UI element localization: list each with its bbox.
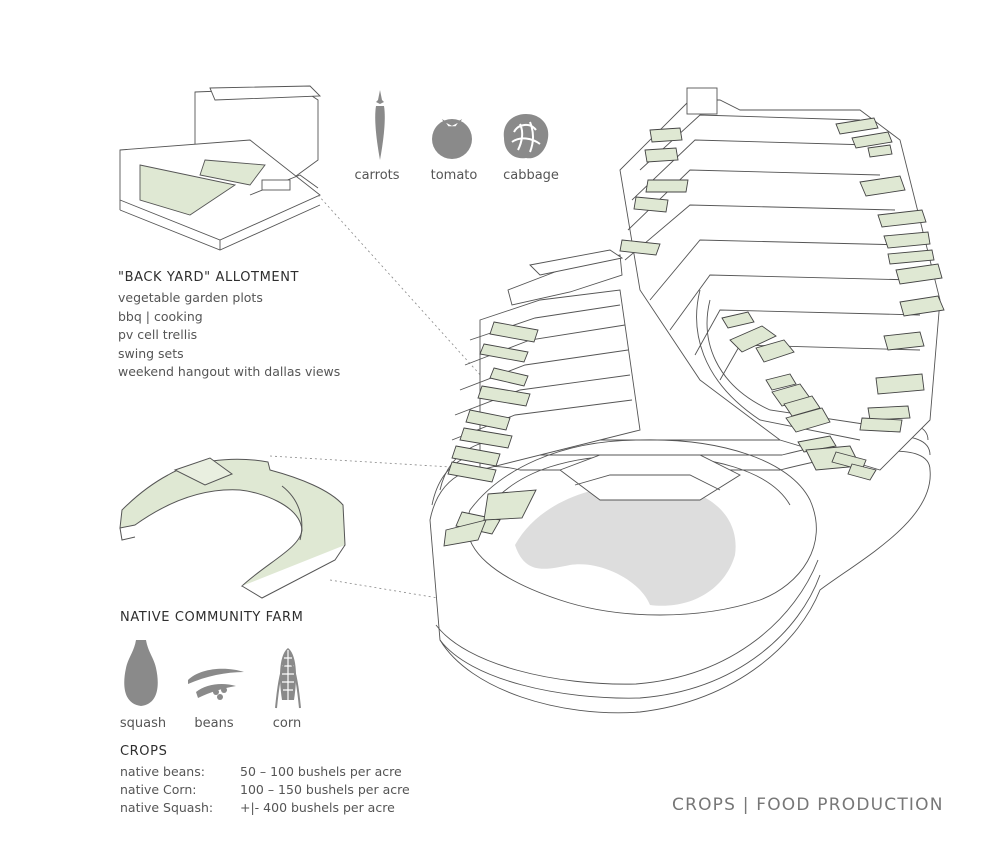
squash-icon <box>124 640 158 706</box>
backyard-title: "BACK YARD" ALLOTMENT <box>118 270 300 285</box>
leader-lines <box>269 194 511 611</box>
corn-icon <box>275 648 301 709</box>
carrot-icon <box>375 90 385 160</box>
crop-value: +|- 400 bushels per acre <box>240 800 395 815</box>
corn-label: corn <box>272 716 302 731</box>
farm-vignette <box>119 457 346 599</box>
list-item: swing sets <box>118 345 184 361</box>
cabbage-icon <box>503 114 549 159</box>
list-item: pv cell trellis <box>118 327 198 342</box>
list-item: weekend hangout with dallas views <box>118 364 341 379</box>
green-plots <box>443 117 945 547</box>
page-title: CROPS | FOOD PRODUCTION <box>672 795 944 815</box>
squash-label: squash <box>119 716 167 731</box>
list-item: vegetable garden plots <box>118 290 263 305</box>
beans-label: beans <box>194 716 234 731</box>
crop-value: 100 – 150 bushels per acre <box>240 782 410 797</box>
backyard-list: vegetable garden plots bbq | cooking pv … <box>118 289 340 382</box>
native-farm-title: NATIVE COMMUNITY FARM <box>120 610 304 625</box>
crop-value: 50 – 100 bushels per acre <box>240 764 402 779</box>
beans-icon <box>188 668 244 700</box>
crop-row: native Squash: +|- 400 bushels per acre <box>120 800 440 818</box>
backyard-vignette <box>119 85 322 251</box>
cabbage-label: cabbage <box>503 168 559 183</box>
crop-row: native Corn: 100 – 150 bushels per acre <box>120 782 440 800</box>
crop-name: native beans: <box>120 764 205 779</box>
carrots-label: carrots <box>354 168 400 183</box>
crop-name: native Corn: <box>120 782 197 797</box>
tomato-icon <box>432 119 472 159</box>
terraced-building <box>429 87 941 714</box>
list-item: bbq | cooking <box>118 308 203 324</box>
tomato-label: tomato <box>430 168 478 183</box>
crop-name: native Squash: <box>120 800 214 815</box>
crops-title: CROPS <box>120 744 168 759</box>
crop-row: native beans: 50 – 100 bushels per acre <box>120 764 440 782</box>
